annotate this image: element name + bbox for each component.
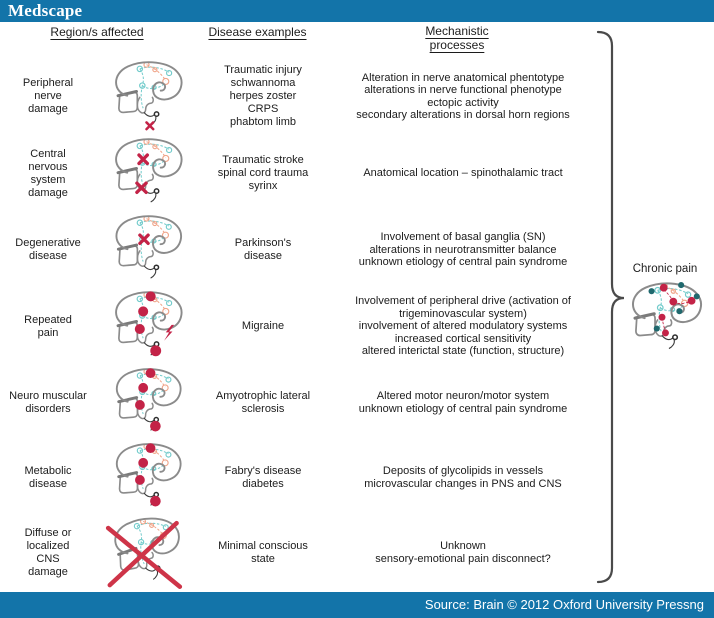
mechanistic-processes: Deposits of glycolipids in vessels micro…: [364, 465, 562, 490]
bottom-source-bar: Source: Brain © 2012 Oxford University P…: [0, 592, 714, 618]
region-label: Central nervous system damage: [28, 147, 68, 199]
disease-examples: Parkinson's disease: [234, 237, 292, 262]
row-peripheral-nerve-damage: Peripheral nerve damage Traumatic injury…: [0, 58, 592, 135]
brain-diagram-crossed-out-icon: [105, 517, 183, 589]
brain-diagram-cell: [96, 288, 192, 365]
disease-examples: Traumatic injury schwannoma herpes zoste…: [224, 64, 302, 128]
mechanistic-processes: Involvement of basal ganglia (SN) altera…: [358, 231, 568, 269]
mechanistic-processes: Alteration in nerve anatomical phentotyp…: [356, 71, 570, 122]
medscape-logo: Medscape: [8, 1, 83, 20]
disease-examples: Amyotrophic lateral sclerosis: [215, 389, 311, 415]
region-label: Neuro muscular disorders: [9, 389, 87, 415]
brain-diagram-metabolic-dots-icon: [115, 443, 182, 507]
row-degenerative-disease: Degenerative disease Parkinson's disease…: [0, 212, 592, 288]
disease-examples: Migraine: [241, 320, 285, 332]
row-metabolic-disease: Metabolic disease Fabry's disease diabet…: [0, 440, 592, 515]
brain-diagram-neuromuscular-dots-icon: [115, 368, 182, 432]
mechanistic-processes: Unknown sensory-emotional pain disconnec…: [375, 540, 551, 565]
brain-diagram-cell: [96, 365, 192, 440]
brain-diagram-peripheral-x-icon: [115, 61, 183, 131]
brain-diagram-cell: [96, 212, 192, 288]
region-label: Diffuse or localized CNS damage: [24, 526, 72, 578]
chronic-pain-bracket: [596, 30, 625, 584]
brain-diagram-chronic-pain-icon: [631, 282, 702, 350]
brain-diagram-midbrain-x-icon: [115, 215, 182, 279]
chronic-pain-label: Chronic pain: [632, 263, 698, 275]
diagram-rows: Peripheral nerve damage Traumatic injury…: [0, 58, 592, 590]
region-label: Peripheral nerve damage: [22, 77, 74, 115]
mechanistic-processes: Anatomical location – spinothalamic trac…: [363, 167, 563, 180]
brain-diagram-migraine-dots-icon: [115, 291, 183, 357]
disease-examples: Fabry's disease diabetes: [224, 464, 302, 490]
top-brand-bar: Medscape: [0, 0, 714, 22]
brain-diagram-cell: [96, 440, 192, 515]
brain-diagram-cell: [96, 135, 192, 212]
row-diffuse-cns-damage: Diffuse or localized CNS damage Minimal …: [0, 515, 592, 590]
source-credit: Source: Brain © 2012 Oxford University P…: [424, 597, 704, 612]
column-header-region: Region/s affected: [50, 25, 144, 39]
region-label: Degenerative disease: [15, 237, 81, 262]
mechanistic-processes: Altered motor neuron/motor system unknow…: [358, 390, 568, 415]
region-label: Repeated pain: [24, 313, 72, 339]
disease-examples: Traumatic stroke spinal cord trauma syri…: [217, 154, 309, 192]
brain-diagram-cell: [96, 58, 192, 135]
row-neuromuscular-disorders: Neuro muscular disorders Amyotrophic lat…: [0, 365, 592, 440]
column-header-mechanistic: Mechanistic processes: [425, 24, 489, 52]
column-header-disease: Disease examples: [208, 25, 307, 39]
row-repeated-pain: Repeated pain Migraine Involvement of pe…: [0, 288, 592, 365]
row-cns-damage: Central nervous system damage Traumatic …: [0, 135, 592, 212]
brain-diagram-cns-x-icon: [115, 138, 183, 203]
mechanistic-processes: Involvement of peripheral drive (activat…: [355, 295, 571, 358]
region-label: Metabolic disease: [24, 464, 72, 490]
disease-examples: Minimal conscious state: [218, 539, 308, 565]
brain-diagram-cell: [96, 515, 192, 590]
